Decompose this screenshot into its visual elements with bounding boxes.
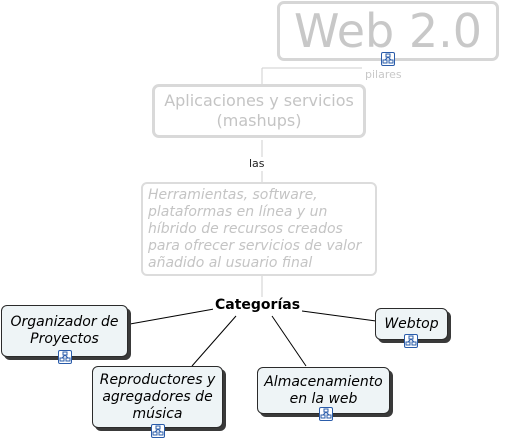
concept-map-icon[interactable]: [319, 407, 333, 421]
link-label-las: las: [249, 157, 265, 170]
node-almacenamiento-en-la-web[interactable]: Almacenamiento en la web: [257, 367, 390, 414]
concept-map-icon[interactable]: [151, 424, 165, 438]
link-label-pilares: pilares: [365, 68, 402, 81]
node-webtop-label: Webtop: [384, 315, 439, 332]
concept-map-icon[interactable]: [381, 52, 395, 66]
node-description[interactable]: Herramientas, software, plataformas en l…: [141, 182, 377, 276]
node-reproductores-label: Reproductores y agregadores de música: [99, 371, 216, 422]
categories-label: Categorías: [213, 297, 303, 313]
node-description-label: Herramientas, software, plataformas en l…: [148, 186, 362, 271]
node-reproductores-y-agregadores[interactable]: Reproductores y agregadores de música: [92, 366, 223, 428]
node-mashups[interactable]: Aplicaciones y servicios (mashups): [152, 84, 366, 138]
node-organizador-label: Organizador de Proyectos: [10, 314, 119, 347]
node-almacenamiento-label: Almacenamiento en la web: [264, 373, 383, 407]
node-web-2-0-label: Web 2.0: [293, 4, 483, 58]
concept-map-icon[interactable]: [58, 350, 72, 364]
node-organizador-de-proyectos[interactable]: Organizador de Proyectos: [1, 305, 128, 357]
concept-map-icon[interactable]: [404, 334, 418, 348]
node-mashups-label: Aplicaciones y servicios (mashups): [164, 91, 354, 130]
node-webtop[interactable]: Webtop: [375, 308, 448, 340]
